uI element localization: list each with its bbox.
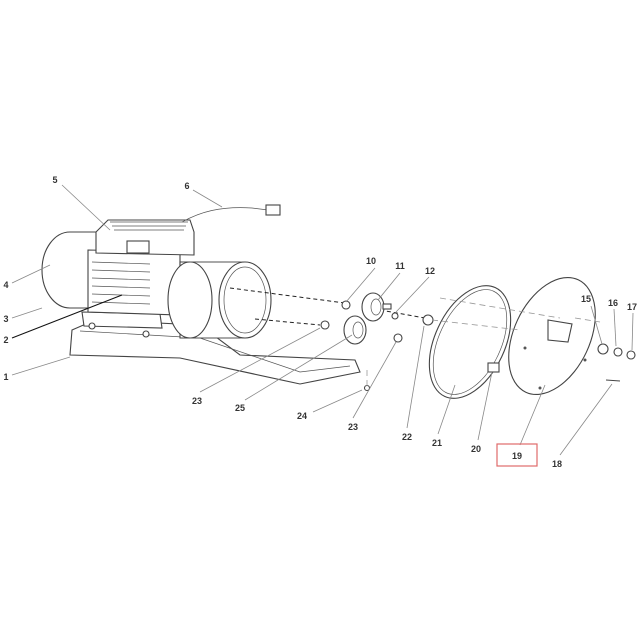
washer-15 (597, 343, 609, 355)
leader-lines (11, 184, 634, 456)
gear-25 (343, 315, 367, 345)
highlight-box (496, 443, 538, 467)
nut-17 (626, 350, 636, 360)
part-23-right (393, 333, 403, 343)
callout-2: 2 (3, 335, 8, 345)
motor-body (87, 249, 181, 316)
part-12 (391, 312, 399, 320)
drum-housing (167, 261, 272, 339)
part-20 (487, 362, 500, 373)
callout-11: 11 (395, 261, 405, 271)
callout-6: 6 (184, 181, 189, 191)
callout-1: 1 (3, 372, 8, 382)
terminal-box (95, 219, 195, 256)
callout-23-right: 23 (348, 422, 358, 432)
callout-23-left: 23 (192, 396, 202, 406)
callout-17: 17 (627, 302, 637, 312)
callout-25: 25 (235, 403, 245, 413)
front-cover-19 (508, 277, 596, 395)
callout-21: 21 (432, 438, 442, 448)
motor-feet (81, 311, 163, 338)
part-10 (341, 300, 351, 310)
part-22 (422, 314, 434, 326)
screw-18 (605, 379, 621, 382)
washer-16 (613, 347, 623, 357)
callout-15: 15 (581, 294, 591, 304)
callout-5: 5 (52, 175, 57, 185)
power-cable (181, 204, 281, 223)
callout-18: 18 (552, 459, 562, 469)
switch (126, 240, 150, 254)
gear-11 (361, 292, 392, 322)
callout-20: 20 (471, 444, 481, 454)
callout-12: 12 (425, 266, 435, 276)
callout-22: 22 (402, 432, 412, 442)
part-23-left (320, 320, 330, 330)
callout-16: 16 (608, 298, 618, 308)
callout-10: 10 (366, 256, 376, 266)
callout-3: 3 (3, 314, 8, 324)
callout-19: 19 (512, 451, 522, 461)
callout-4: 4 (3, 280, 8, 290)
callout-24: 24 (297, 411, 307, 421)
